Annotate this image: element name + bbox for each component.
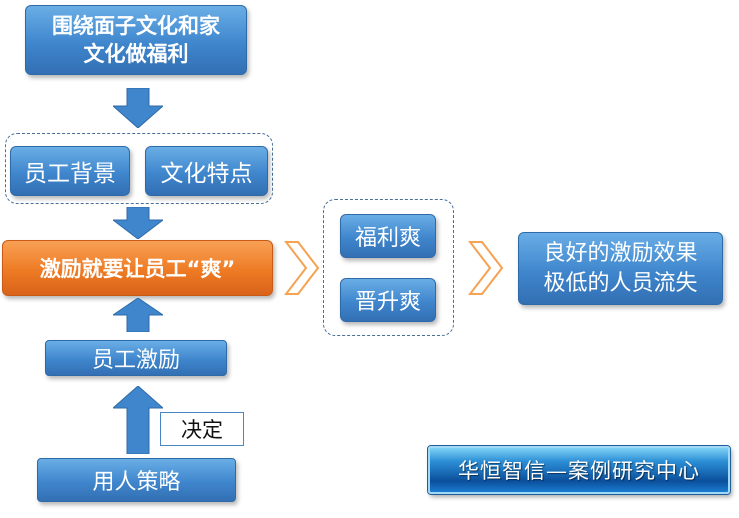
- welfare-strategy-line2: 文化做福利: [83, 42, 189, 66]
- hiring-strategy-box: 用人策略: [37, 458, 236, 502]
- culture-traits-box: 文化特点: [145, 146, 268, 196]
- welfare-good-box: 福利爽: [340, 214, 436, 258]
- core-motivation-label: 激励就要让员工“爽”: [39, 257, 236, 281]
- decision-label: 决定: [160, 412, 244, 446]
- outcome-group: [323, 199, 454, 336]
- brand-badge: 华恒智信—案例研究中心: [428, 446, 730, 494]
- down-arrow-2: [113, 207, 163, 239]
- up-arrow-1: [113, 298, 163, 332]
- core-motivation-box: 激励就要让员工“爽”: [2, 240, 273, 296]
- welfare-strategy-box: 围绕面子文化和家 文化做福利: [25, 5, 247, 75]
- welfare-strategy-line1: 围绕面子文化和家: [52, 13, 220, 38]
- employee-motivation-box: 员工激励: [45, 340, 227, 376]
- chevron-right-icon-1: [284, 241, 320, 295]
- employee-background-label: 员工背景: [24, 161, 116, 187]
- promotion-good-box: 晋升爽: [340, 278, 436, 322]
- culture-traits-label: 文化特点: [160, 161, 253, 187]
- decision-text: 决定: [181, 418, 223, 442]
- result-line2: 极低的人员流失: [543, 270, 698, 296]
- background-group: [5, 133, 273, 204]
- brand-text: 华恒智信—案例研究中心: [458, 459, 700, 483]
- promotion-good-label: 晋升爽: [354, 290, 421, 315]
- employee-background-box: 员工背景: [10, 146, 130, 196]
- chevron-right-icon-2: [468, 241, 504, 295]
- down-arrow-1: [113, 88, 163, 128]
- employee-motivation-label: 员工激励: [91, 348, 180, 373]
- result-line1: 良好的激励效果: [543, 240, 698, 266]
- up-arrow-2: [113, 386, 163, 454]
- result-box: 良好的激励效果 极低的人员流失: [518, 232, 723, 305]
- hiring-strategy-label: 用人策略: [92, 470, 181, 495]
- welfare-good-label: 福利爽: [354, 226, 421, 251]
